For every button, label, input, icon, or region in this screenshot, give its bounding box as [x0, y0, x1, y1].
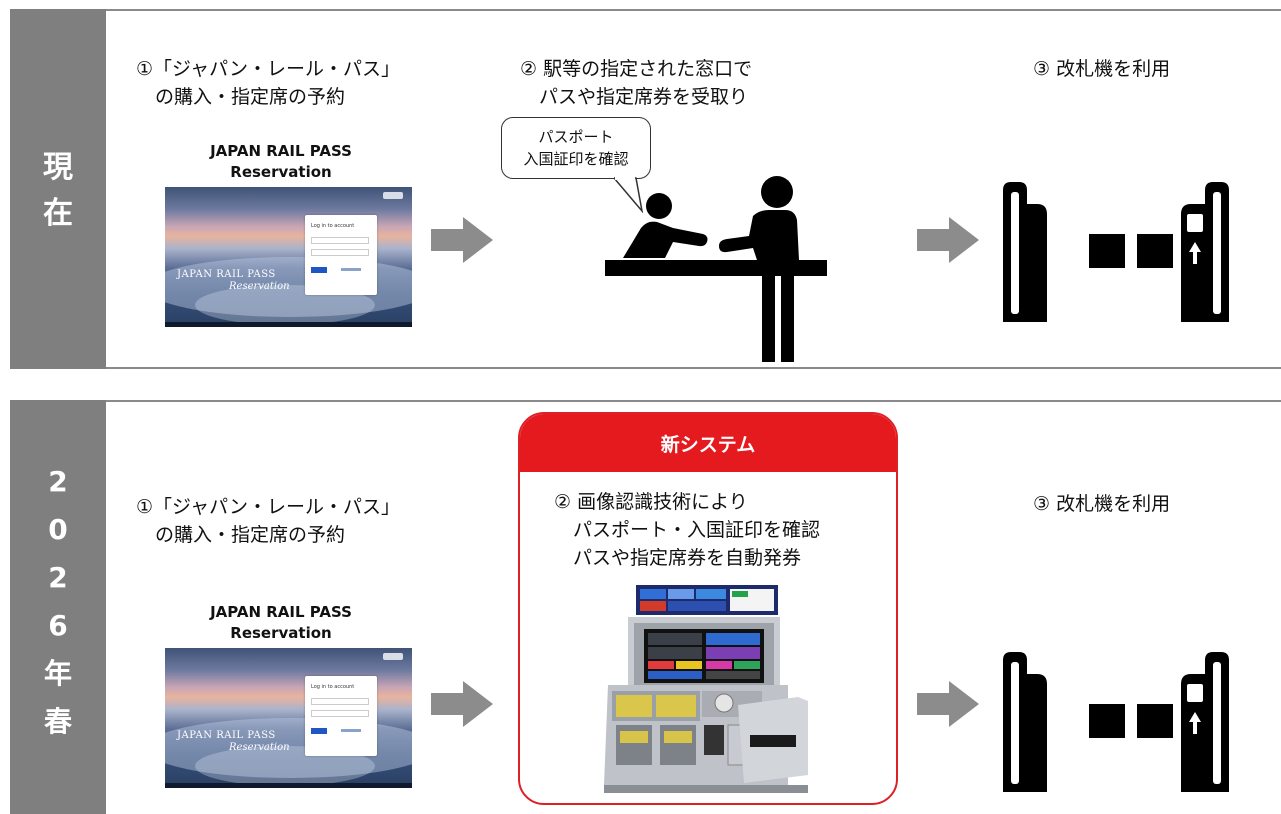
current-step-1-text: ①「ジャパン・レール・パス」 の購入・指定席の予約: [136, 58, 401, 108]
section-divider-bottom: [10, 367, 1281, 369]
speech-bubble-tail: [614, 177, 644, 213]
reservation-site-title: JAPAN RAIL PASS Reservation: [210, 142, 352, 181]
new-system-header: 新システム: [520, 414, 896, 472]
screenshot-brand-sub: Reservation: [229, 281, 290, 292]
reservation-site-screenshot: JAPAN RAIL PASS Reservation Log in to ac…: [165, 648, 412, 788]
current-step-3-text: ③ 改札機を利用: [1033, 58, 1171, 80]
screenshot-login-panel: Log in to account: [305, 676, 377, 756]
future-step-2-text: ② 画像認識技術により パスポート・入国証印を確認 パスや指定席券を自動発券: [554, 491, 821, 569]
section-divider-top: [10, 9, 1281, 11]
right-arrow-icon: [431, 217, 493, 263]
ticket-gate-icon: [1003, 652, 1229, 792]
current-flow-section: 現 在: [10, 9, 1281, 369]
future-step-1-text: ①「ジャパン・レール・パス」 の購入・指定席の予約: [136, 496, 401, 546]
row-label-future-text: 2 0 2 6 年 春: [43, 465, 72, 738]
right-arrow-icon: [431, 681, 493, 727]
section-divider-top: [10, 400, 1281, 402]
ticket-gate-icon: [1003, 182, 1229, 322]
ticket-vending-machine-image: [604, 585, 808, 793]
current-step-2-text: ② 駅等の指定された窓口で パスや指定席券を受取り: [520, 58, 753, 108]
ticket-counter-staff-icon: [605, 176, 827, 362]
row-label-current: 現 在: [10, 9, 106, 369]
screenshot-brand: JAPAN RAIL PASS: [177, 730, 276, 741]
future-step-3-text: ③ 改札機を利用: [1033, 493, 1171, 515]
screenshot-brand: JAPAN RAIL PASS: [177, 269, 276, 280]
screenshot-login-panel: Log in to account: [305, 215, 377, 295]
speech-bubble: パスポート 入国証印を確認: [501, 117, 651, 179]
right-arrow-icon: [917, 217, 979, 263]
future-flow-section: 2 0 2 6 年 春: [10, 400, 1281, 814]
screenshot-brand-sub: Reservation: [229, 742, 290, 753]
reservation-site-screenshot: JAPAN RAIL PASS Reservation Log in to ac…: [165, 187, 412, 327]
row-label-current-text: 現 在: [43, 150, 73, 231]
reservation-site-title: JAPAN RAIL PASS Reservation: [210, 603, 352, 642]
right-arrow-icon: [917, 681, 979, 727]
row-label-future: 2 0 2 6 年 春: [10, 400, 106, 814]
